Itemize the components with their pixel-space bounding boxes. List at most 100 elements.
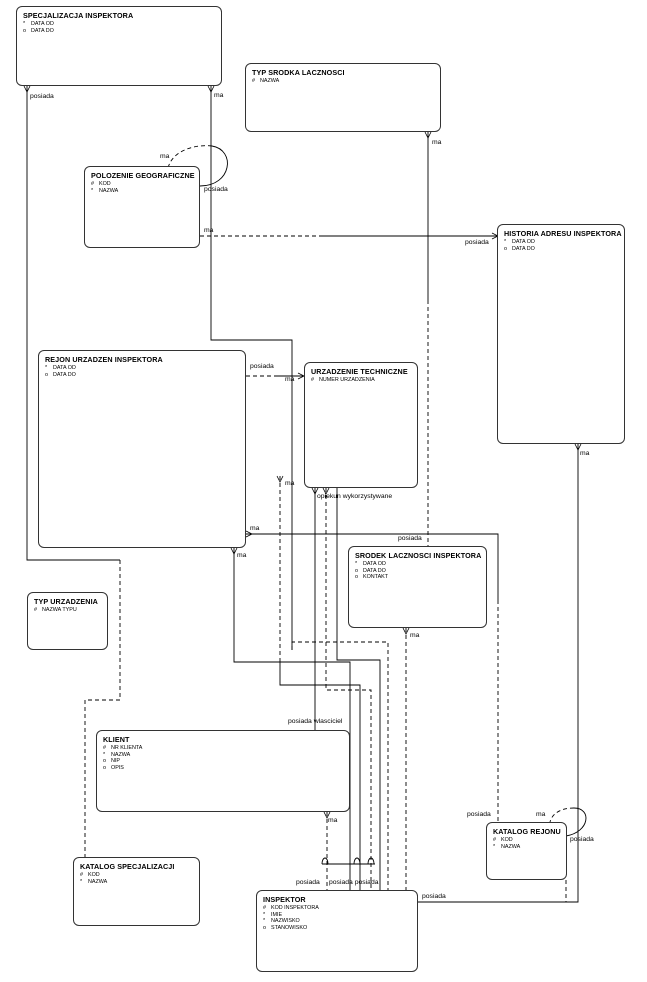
entity-urzadzenie-techniczne[interactable]: URZADZENIE TECHNICZNE #NUMER URZADZENIA bbox=[304, 362, 418, 488]
attribute-symbol: # bbox=[263, 905, 266, 911]
entity-polozenie-geograficzne[interactable]: POLOZENIE GEOGRAFICZNE #KOD *NAZWA bbox=[84, 166, 200, 248]
attribute: #NAZWA TYPU bbox=[34, 607, 101, 614]
crowfoot-10 bbox=[323, 811, 331, 819]
attribute: #KOD bbox=[493, 837, 560, 844]
attribute-name: IMIE bbox=[271, 911, 283, 918]
attribute-symbol: * bbox=[263, 918, 266, 924]
rel-spec-katalog-dash bbox=[84, 560, 121, 858]
entity-title: TYP URZADZENIA bbox=[34, 597, 98, 606]
rel-arc-2 bbox=[321, 857, 329, 865]
entity-attributes: #KOD *NAZWA bbox=[80, 872, 193, 885]
attribute-name: NAZWA bbox=[260, 78, 280, 84]
attribute-name: DATA OD bbox=[512, 239, 535, 245]
attribute: * DATA OD bbox=[355, 561, 480, 568]
rel-arc-4 bbox=[367, 857, 375, 865]
crowfoot-9 bbox=[402, 627, 410, 635]
relationship-label: ma bbox=[536, 811, 546, 818]
entity-title: KATALOG REJONU bbox=[493, 827, 561, 836]
rel-geo-self-solid bbox=[199, 145, 228, 187]
attribute: * IMIE bbox=[263, 912, 411, 919]
entity-inspektor[interactable]: INSPEKTOR #KOD INSPEKTORA *IMIE *NAZWISK… bbox=[256, 890, 418, 972]
attribute-name: DATA OD bbox=[363, 561, 386, 567]
rel-kr-self-solid bbox=[565, 807, 587, 837]
attribute-name: NUMER URZADZENIA bbox=[319, 377, 375, 383]
entity-katalog-rejonu[interactable]: KATALOG REJONU #KOD *NAZWA bbox=[486, 822, 567, 880]
entity-title: REJON URZADZEN INSPEKTORA bbox=[45, 355, 163, 364]
relationship-label: posiada bbox=[398, 535, 422, 542]
attribute-symbol: o bbox=[23, 27, 26, 34]
attribute-symbol: # bbox=[103, 745, 106, 751]
attribute-name: NAZWA bbox=[111, 751, 131, 758]
crowfoot-8 bbox=[230, 547, 238, 555]
attribute-name: KOD bbox=[501, 837, 513, 843]
entity-typ-urzadzenia[interactable]: TYP URZADZENIA #NAZWA TYPU bbox=[27, 592, 108, 650]
attribute-symbol: # bbox=[252, 78, 255, 84]
rel-spec-katalog-solid bbox=[26, 86, 120, 561]
entity-attributes: #NAZWA TYPU bbox=[34, 607, 101, 614]
entity-title: SPECJALIZACJA INSPEKTORA bbox=[23, 11, 134, 20]
attribute-name: NAZWISKO bbox=[271, 918, 300, 924]
relationship-label: ma bbox=[285, 480, 295, 487]
attribute-name: NAZWA bbox=[88, 878, 108, 885]
relationship-label: ma bbox=[580, 450, 590, 457]
crowfoot-7 bbox=[245, 530, 253, 538]
relationship-label: ma bbox=[204, 227, 214, 234]
entity-title: SRODEK LACZNOSCI INSPEKTORA bbox=[355, 551, 482, 560]
attribute: #KOD INSPEKTORA bbox=[263, 905, 411, 912]
attribute-symbol: * bbox=[504, 239, 507, 245]
attribute: o DATA DO bbox=[45, 372, 239, 379]
relationship-label: posiada bbox=[30, 93, 54, 100]
attribute-symbol: o bbox=[504, 245, 507, 252]
attribute-name: NIP bbox=[111, 758, 120, 764]
rel-urz-insp-a bbox=[325, 488, 372, 890]
rel-kr-self-dash bbox=[549, 807, 575, 823]
relationship-label: ma bbox=[328, 817, 338, 824]
relationship-label: posiada bbox=[570, 836, 594, 843]
relationship-label: posiada posiada bbox=[329, 879, 379, 886]
attribute-name: KOD bbox=[99, 181, 111, 187]
attribute-symbol: o bbox=[103, 764, 106, 771]
attribute: *NAZWA bbox=[91, 188, 193, 195]
attribute: *NAZWA bbox=[493, 844, 560, 851]
entity-attributes: # NUMER URZADZENIA bbox=[311, 377, 411, 384]
attribute-name: KOD bbox=[88, 872, 100, 878]
attribute-symbol: * bbox=[23, 21, 26, 27]
entity-rejon-urzadzen-inspektora[interactable]: REJON URZADZEN INSPEKTORA *DATA OD o DATA… bbox=[38, 350, 246, 548]
relationship-label: ma bbox=[160, 153, 170, 160]
attribute: *DATA OD bbox=[45, 365, 239, 372]
attribute: #NR KLIENTA bbox=[103, 745, 343, 752]
rel-geo-self-dash bbox=[167, 145, 213, 169]
entity-title: POLOZENIE GEOGRAFICZNE bbox=[91, 171, 195, 180]
rel-spec-inspektor-solid bbox=[210, 86, 293, 650]
attribute-symbol: * bbox=[355, 561, 358, 567]
relationship-label: posiada bbox=[296, 879, 320, 886]
attribute-name: NAZWA bbox=[501, 843, 521, 850]
crowfoot-6 bbox=[574, 443, 582, 451]
attribute-symbol: # bbox=[34, 607, 37, 613]
crowfoot-2 bbox=[207, 85, 215, 93]
attribute-symbol: o bbox=[45, 371, 48, 378]
attribute-symbol: # bbox=[311, 377, 314, 383]
entity-attributes: #KOD *NAZWA bbox=[91, 181, 193, 194]
attribute-symbol: * bbox=[45, 365, 48, 371]
entity-typ-srodka-lacznosci[interactable]: TYP SRODKA LACZNOSCI #NAZWA bbox=[245, 63, 441, 132]
attribute-name: DATA DO bbox=[53, 371, 76, 378]
relationship-label: opiekun wykorzystywane bbox=[317, 493, 393, 500]
entity-attributes: *DATA OD o DATA DO bbox=[45, 365, 239, 378]
attribute-symbol: o bbox=[355, 574, 358, 580]
entity-katalog-specjalizacji[interactable]: KATALOG SPECJALIZACJI #KOD *NAZWA bbox=[73, 857, 200, 926]
attribute-symbol: * bbox=[263, 911, 266, 918]
attribute-symbol: * bbox=[91, 187, 94, 194]
